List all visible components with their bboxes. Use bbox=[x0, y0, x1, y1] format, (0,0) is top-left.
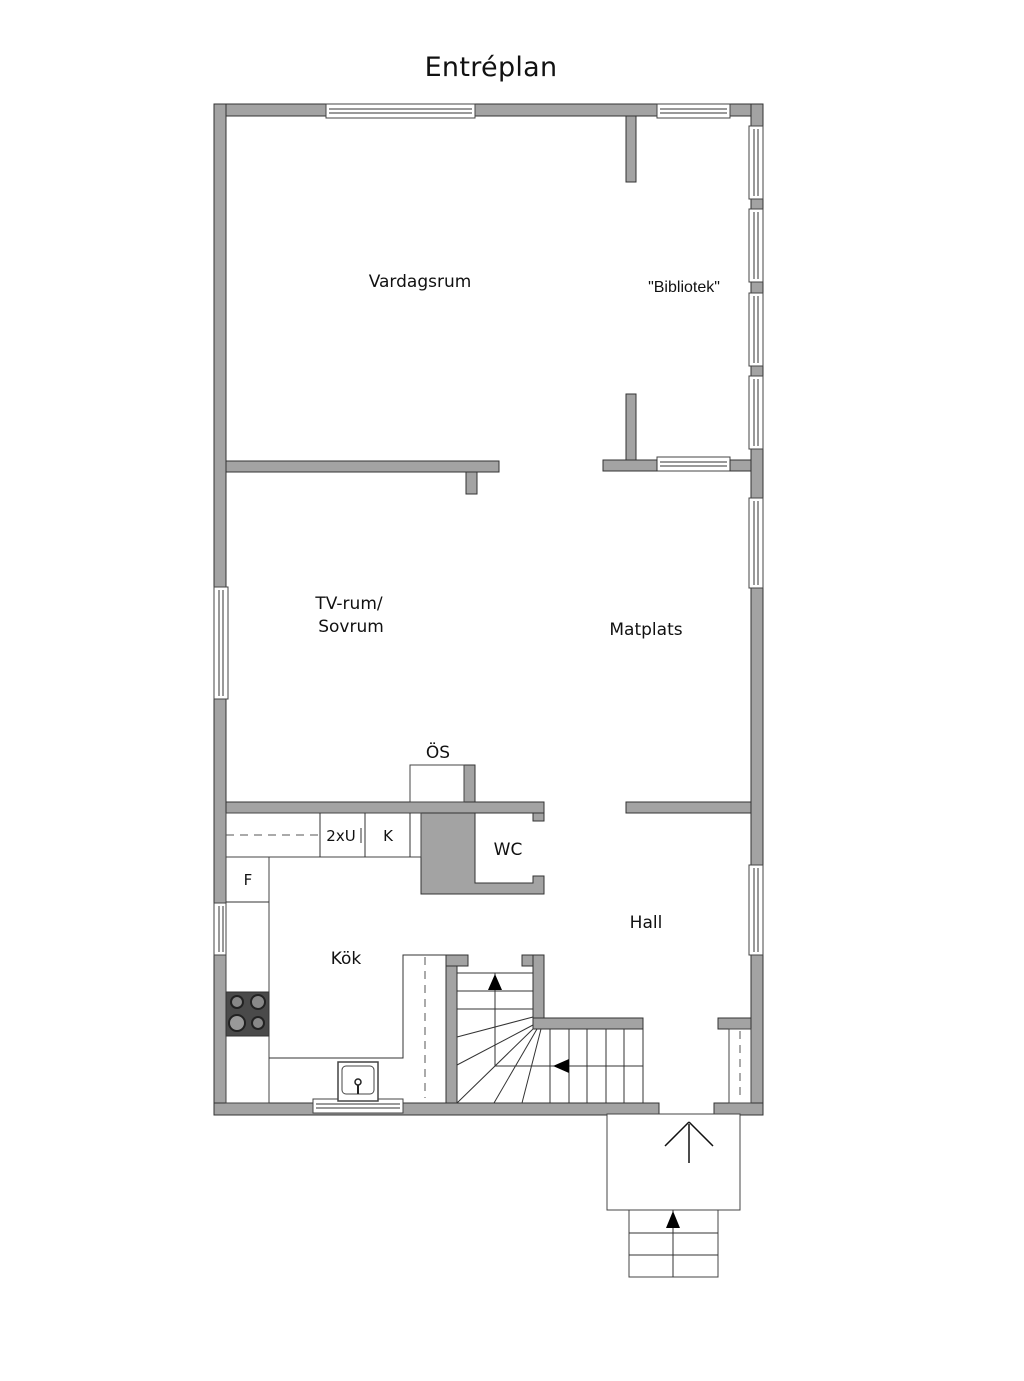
plan-title: Entréplan bbox=[424, 52, 558, 83]
room-label-bibliotek: "Bibliotek" bbox=[648, 279, 720, 296]
stair-left-arrow-icon bbox=[553, 1059, 569, 1073]
room-label-tv-rum-line1: TV-rum/ bbox=[315, 594, 383, 614]
windows bbox=[213, 103, 764, 1114]
outer-walls bbox=[213, 103, 764, 1116]
room-label-vardagsrum: Vardagsrum bbox=[368, 272, 472, 292]
entrance-porch bbox=[606, 1113, 741, 1278]
kitchen-counters bbox=[225, 812, 446, 1104]
room-label-kok: Kök bbox=[330, 949, 362, 969]
os-box bbox=[409, 764, 465, 803]
room-label-tv-rum-line2: Sovrum bbox=[318, 617, 384, 637]
room-label-os: ÖS bbox=[425, 743, 451, 763]
room-label-wc: WC bbox=[493, 840, 523, 860]
room-label-hall: Hall bbox=[629, 913, 663, 933]
staircase bbox=[456, 972, 644, 1104]
fixture-label-k: K bbox=[383, 827, 393, 845]
room-label-matplats: Matplats bbox=[609, 620, 683, 640]
fixture-label-f: F bbox=[243, 871, 253, 889]
fixture-label-2xu: 2xU bbox=[326, 827, 356, 845]
entrance-arrow-icon bbox=[666, 1211, 680, 1228]
stair-up-arrow-icon bbox=[488, 974, 502, 990]
interior-walls bbox=[225, 115, 752, 1104]
